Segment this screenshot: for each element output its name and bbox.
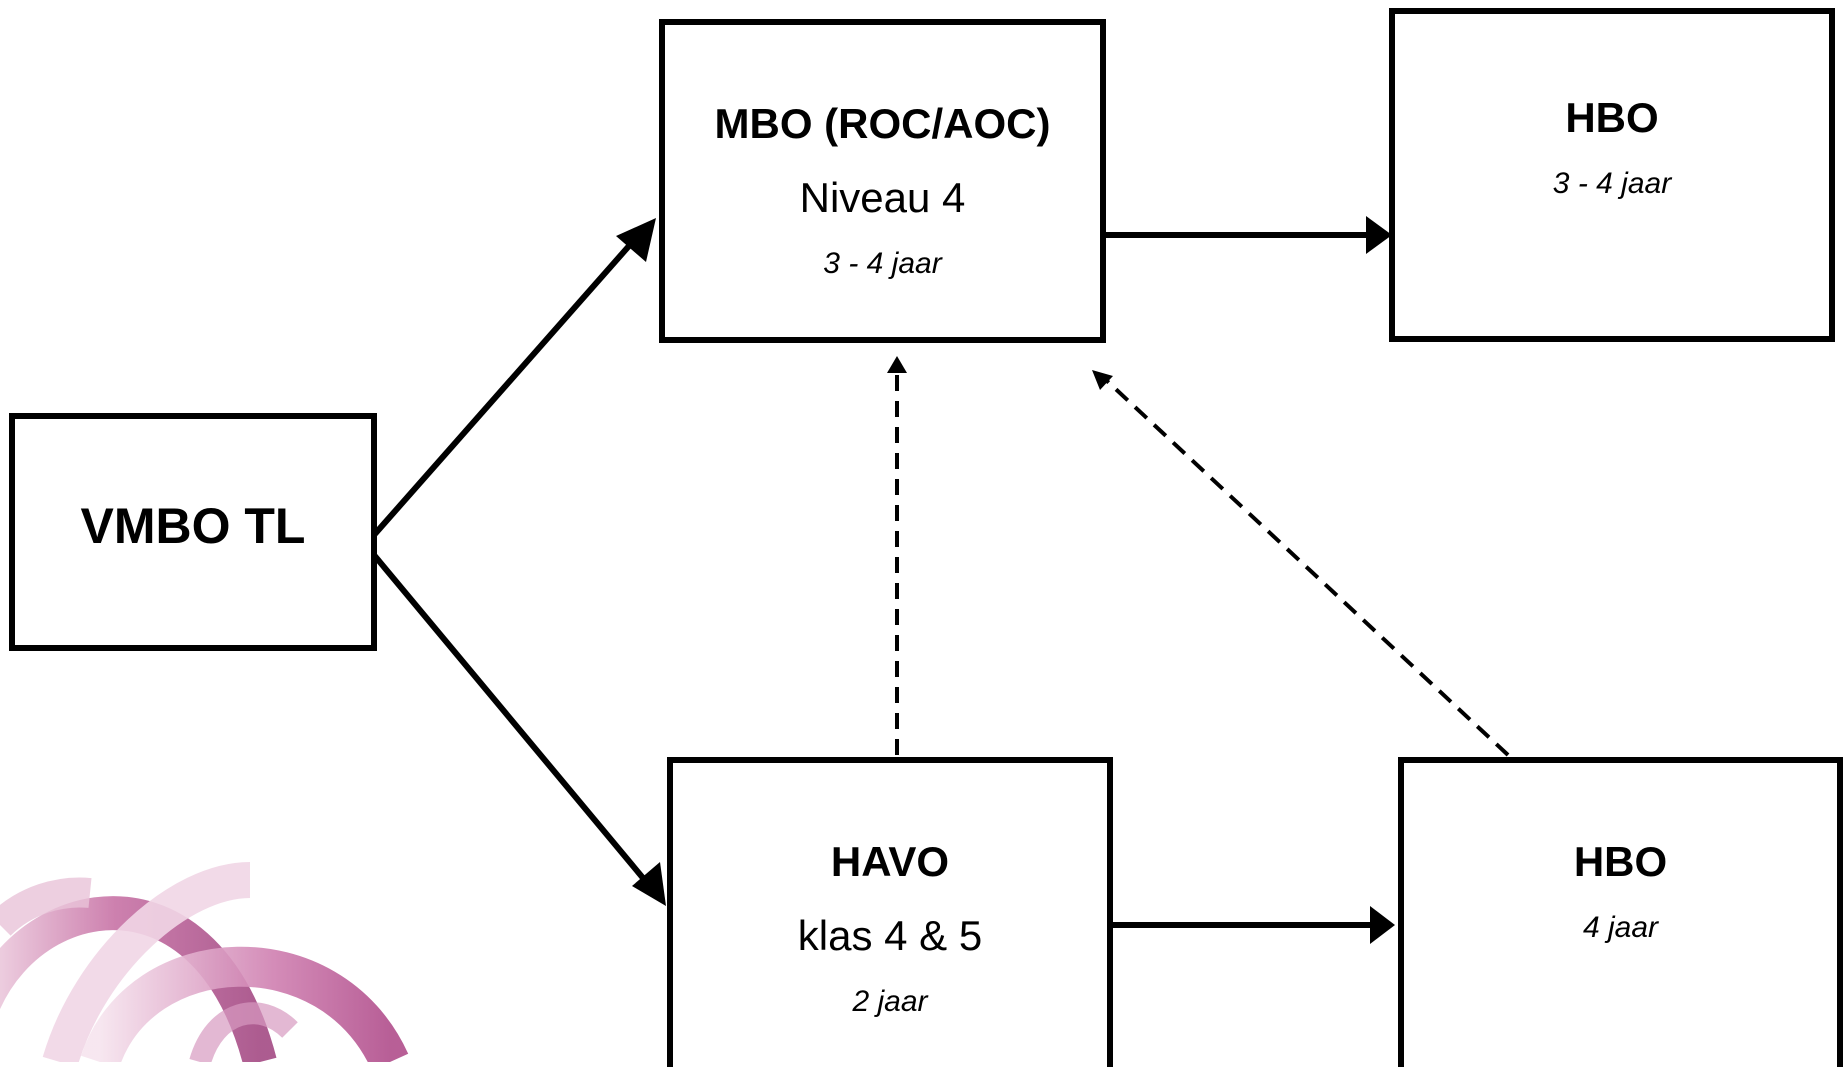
node-level: Niveau 4 <box>799 174 966 222</box>
node-title: HAVO <box>830 838 950 885</box>
node-duration: 3 - 4 jaar <box>1552 167 1672 201</box>
node-title: VMBO TL <box>80 498 306 554</box>
node-title: HBO <box>1565 94 1659 141</box>
node-hbo-bottom: HBO 4 jaar <box>1398 757 1843 1067</box>
dashed-arrowhead-hbo-to-mbo <box>1092 370 1113 390</box>
node-level: klas 4 & 5 <box>797 912 983 960</box>
node-mbo: MBO (ROC/AOC) Niveau 4 3 - 4 jaar <box>659 19 1106 343</box>
arrow-vmbo-to-havo <box>371 553 651 886</box>
arrow-vmbo-to-mbo <box>371 236 639 537</box>
arrowhead-vmbo-to-mbo <box>616 218 656 262</box>
dashed-arrow-hbo-to-mbo <box>1104 378 1510 757</box>
node-title: MBO (ROC/AOC) <box>714 100 1051 147</box>
node-title: HBO <box>1573 838 1668 885</box>
node-duration: 4 jaar <box>1582 911 1659 945</box>
dashed-arrowhead-havo-to-mbo <box>887 356 907 373</box>
arrowhead-vmbo-to-havo <box>632 862 666 906</box>
arrowhead-havo-to-hbo <box>1370 906 1395 944</box>
arrowhead-mbo-to-hbo <box>1366 216 1392 254</box>
node-havo: HAVO klas 4 & 5 2 jaar <box>667 757 1113 1067</box>
node-duration: 3 - 4 jaar <box>823 247 942 281</box>
node-hbo-top: HBO 3 - 4 jaar <box>1389 8 1835 342</box>
node-vmbo-tl: VMBO TL <box>9 413 377 651</box>
node-duration: 2 jaar <box>852 985 928 1019</box>
